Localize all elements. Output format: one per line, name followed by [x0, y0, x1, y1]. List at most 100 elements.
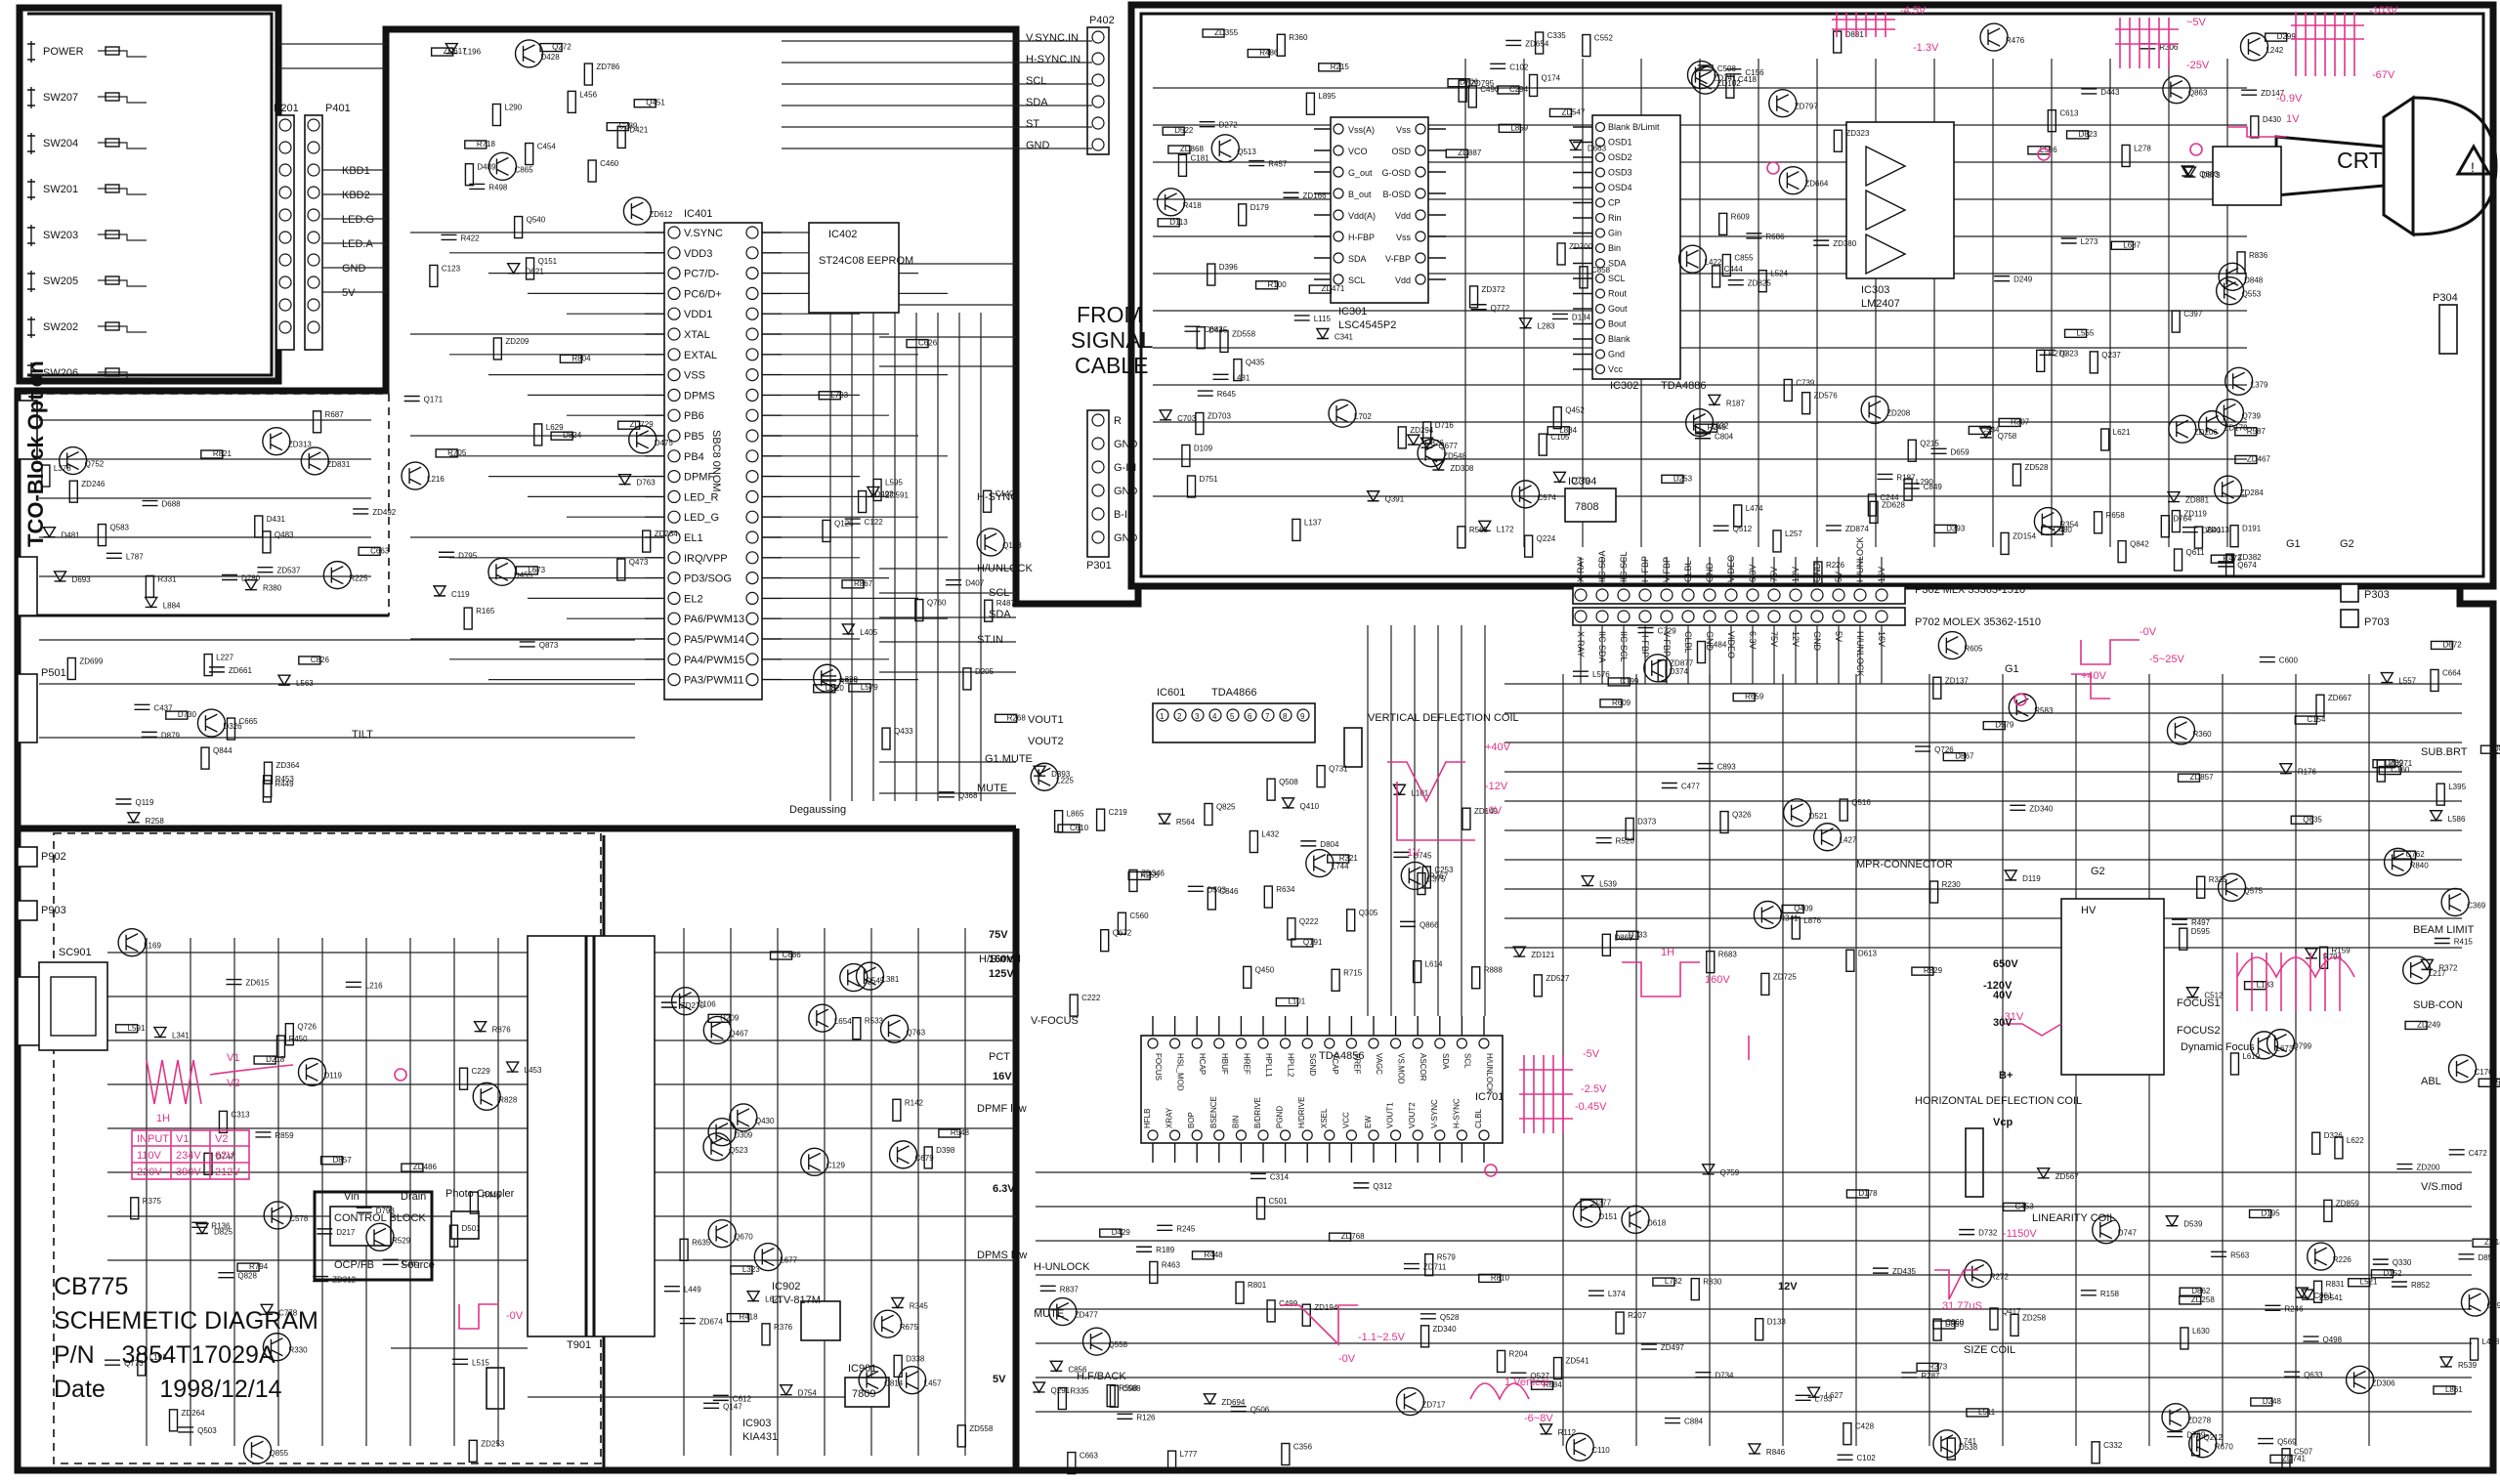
tilt-label: TILT — [352, 729, 373, 741]
ic903-part: KIA431 — [742, 1431, 778, 1443]
svg-text:ZD741: ZD741 — [2282, 1454, 2307, 1463]
ic301-pin-label: G-OSD — [1381, 168, 1411, 178]
svg-text:ZD547: ZD547 — [1561, 107, 1586, 116]
svg-text:Q326: Q326 — [1732, 811, 1752, 820]
ic401-pin-label: PB4 — [684, 451, 704, 463]
model-name: CB775 — [54, 1273, 129, 1300]
svg-text:L744: L744 — [1332, 863, 1349, 871]
svg-text:C154: C154 — [2307, 715, 2326, 724]
svg-text:C454: C454 — [537, 143, 557, 151]
svg-text:R564: R564 — [1176, 818, 1196, 827]
p702-signal: 75V — [1769, 631, 1779, 647]
svg-text:Q799: Q799 — [2293, 1042, 2312, 1051]
ic701-pin-label: HREF — [1242, 1053, 1250, 1075]
svg-text:C626: C626 — [918, 339, 938, 348]
svg-text:R330: R330 — [288, 1346, 308, 1355]
svg-text:L283: L283 — [1538, 322, 1555, 331]
svg-text:L381: L381 — [882, 975, 900, 984]
key-label: SW205 — [43, 276, 78, 287]
svg-text:R529: R529 — [392, 1236, 411, 1245]
svg-text:R463: R463 — [1162, 1260, 1181, 1269]
svg-text:C501: C501 — [1269, 1197, 1289, 1206]
svg-text:C846: C846 — [1219, 887, 1239, 896]
table-header: V2 — [215, 1133, 228, 1145]
svg-text:ZD859: ZD859 — [2336, 1199, 2360, 1208]
ic302-ref: IC302 — [1610, 380, 1638, 392]
svg-text:L323: L323 — [742, 1265, 760, 1274]
svg-text:L741: L741 — [1959, 1437, 1976, 1446]
svg-text:D377: D377 — [1592, 1198, 1612, 1207]
p302-signal: GND — [1705, 563, 1715, 583]
svg-text:R659: R659 — [1745, 693, 1764, 701]
svg-text:R497: R497 — [2191, 918, 2211, 927]
svg-text:L619: L619 — [2242, 1052, 2260, 1061]
waveform-red-out: -4.5V -1.3V — [1832, 5, 1939, 54]
svg-text:D873: D873 — [2201, 171, 2221, 180]
svg-text:C222: C222 — [1081, 994, 1101, 1002]
svg-text:R373: R373 — [1928, 1362, 1948, 1371]
svg-text:C418: C418 — [1738, 75, 1758, 84]
ic302-body — [1591, 114, 1681, 380]
svg-text:C229: C229 — [472, 1067, 491, 1076]
vertical-coil-label: VERTICAL DEFLECTION COIL — [1368, 712, 1519, 724]
svg-text:Q672: Q672 — [1113, 929, 1132, 938]
ic401-pin-label: IRQ/VPP — [684, 553, 728, 565]
svg-text:L290: L290 — [504, 104, 522, 112]
vout2-label: VOUT2 — [1028, 736, 1064, 747]
svg-text:D751: D751 — [1200, 475, 1219, 484]
svg-text:C588: C588 — [1122, 1384, 1141, 1393]
svg-text:ZD258: ZD258 — [2022, 1313, 2047, 1322]
svg-text:D178: D178 — [1858, 1189, 1878, 1198]
svg-text:Q222: Q222 — [1299, 917, 1319, 926]
svg-text:C244: C244 — [1880, 493, 1899, 502]
p702-signal: GND — [1812, 631, 1822, 652]
svg-text:D134: D134 — [1572, 313, 1591, 321]
svg-text:R476: R476 — [2006, 36, 2025, 45]
svg-text:L172: L172 — [1497, 525, 1514, 533]
ic301-ref: IC301 — [1338, 306, 1367, 318]
p301-signal: B-IN — [1114, 509, 1135, 521]
svg-text:C123: C123 — [442, 264, 461, 273]
svg-text:R658: R658 — [2106, 511, 2126, 520]
svg-text:L654: L654 — [834, 1017, 852, 1026]
dpms-label: DPMS low — [977, 1250, 1027, 1261]
svg-text:ZD364: ZD364 — [275, 761, 300, 770]
svg-text:ZD270: ZD270 — [681, 1001, 705, 1010]
svg-text:-4.5V: -4.5V — [1900, 5, 1927, 17]
p302-signal: X-RAY — [1576, 556, 1586, 582]
ic401-pin-label: EXTAL — [684, 350, 717, 361]
svg-text:L539: L539 — [1599, 880, 1617, 889]
pn-label: P/N — [54, 1341, 95, 1369]
svg-text:R548: R548 — [951, 1128, 970, 1137]
svg-text:R187: R187 — [1896, 473, 1916, 482]
svg-text:C610: C610 — [1070, 824, 1089, 832]
svg-text:Q873: Q873 — [539, 641, 559, 650]
ic302-pin-label: Rout — [1608, 289, 1628, 299]
svg-text:C375: C375 — [1426, 874, 1446, 883]
ic401-pin-label: DPMS — [684, 390, 715, 402]
svg-text:R176: R176 — [2298, 768, 2317, 777]
svg-text:D481: D481 — [61, 531, 80, 540]
svg-text:ZD271: ZD271 — [2389, 759, 2413, 768]
p301-signal: G-IN — [1114, 462, 1136, 474]
svg-text:D151: D151 — [1598, 1212, 1618, 1221]
svg-text:D869: D869 — [1614, 933, 1633, 942]
svg-text:Q323: Q323 — [2059, 349, 2079, 358]
rail-vcp: Vcp — [1993, 1117, 2013, 1128]
svg-text:D393: D393 — [1946, 524, 1966, 532]
ic701-pin-label: HFLB — [1143, 1109, 1152, 1128]
svg-text:D618: D618 — [1647, 1218, 1667, 1227]
svg-text:Q739: Q739 — [2241, 412, 2261, 421]
svg-text:L511: L511 — [1978, 1408, 1996, 1417]
rail-12v: 12V — [1778, 1281, 1798, 1293]
date-label: Date — [54, 1376, 106, 1403]
from-signal-cable-1: FROM — [1077, 302, 1143, 327]
ic701-pin-label: HSL_MOD — [1176, 1053, 1185, 1091]
hs-mod-label: H/S.mod — [979, 954, 1021, 965]
svg-text:R579: R579 — [1437, 1253, 1457, 1262]
p402-signal: SCL — [1026, 75, 1046, 87]
svg-text:1H: 1H — [1661, 947, 1674, 958]
svg-text:R840: R840 — [2410, 861, 2430, 869]
ic701-pin-label: HPLL1 — [1264, 1053, 1273, 1078]
